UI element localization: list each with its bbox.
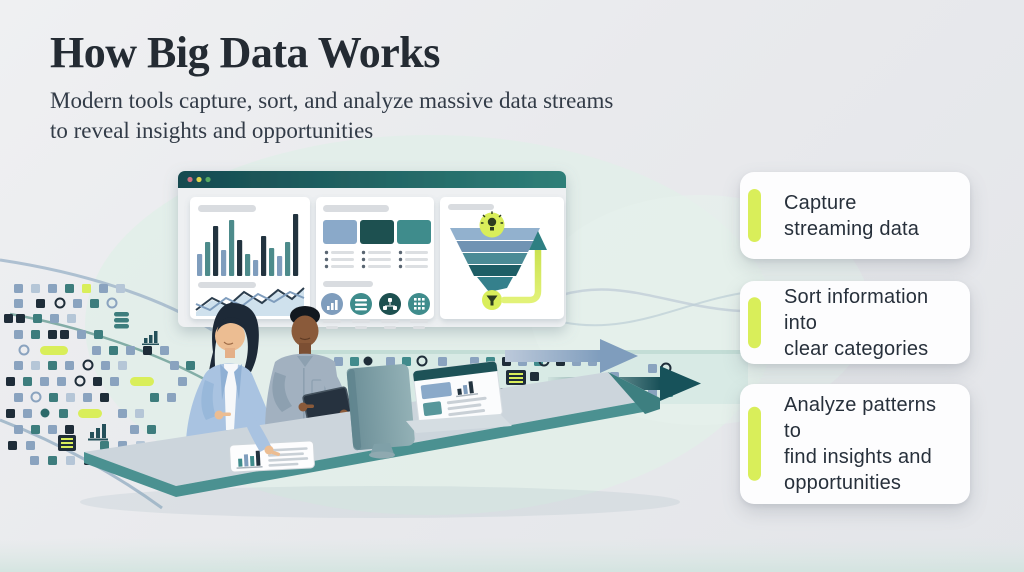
man-face — [291, 315, 319, 347]
maximize-dot — [205, 176, 211, 183]
browser-titlebar — [178, 171, 566, 188]
filter-icon — [482, 290, 502, 310]
dashboard-panel-funnel — [440, 197, 564, 319]
category-bullets — [324, 250, 428, 269]
metric-labels — [323, 320, 428, 329]
close-dot — [187, 176, 193, 183]
laptop — [406, 361, 512, 433]
flow-arrow-blue — [505, 339, 638, 373]
doc-bar-chart — [236, 450, 263, 469]
page-title: How Big Data Works — [50, 28, 440, 77]
server-icon — [506, 370, 526, 385]
database-icon — [114, 312, 129, 329]
desktop-monitor — [346, 364, 415, 459]
bar-chart-icon — [88, 424, 108, 441]
woman-pointing-arm — [243, 410, 281, 456]
lime-highlights — [40, 284, 154, 418]
dashboard-panel-charts — [190, 197, 310, 319]
lightbulb-icon — [479, 211, 505, 238]
minimize-dot — [196, 176, 202, 183]
woman-face — [215, 321, 245, 351]
bar-chart-icon — [142, 331, 159, 345]
server-icon — [58, 435, 76, 451]
report-document — [229, 440, 315, 473]
category-cards — [323, 220, 431, 244]
page-header: How Big Data Works Modern tools capture,… — [50, 28, 614, 146]
data-dot — [40, 408, 50, 418]
dashboard-panel-categories — [316, 197, 434, 329]
up-arrow-icon — [500, 231, 547, 304]
metric-icons — [321, 293, 430, 315]
mini-bar-chart — [456, 381, 479, 398]
bar-chart — [197, 214, 299, 276]
page-subtitle: Modern tools capture, sort, and analyze … — [50, 88, 614, 144]
